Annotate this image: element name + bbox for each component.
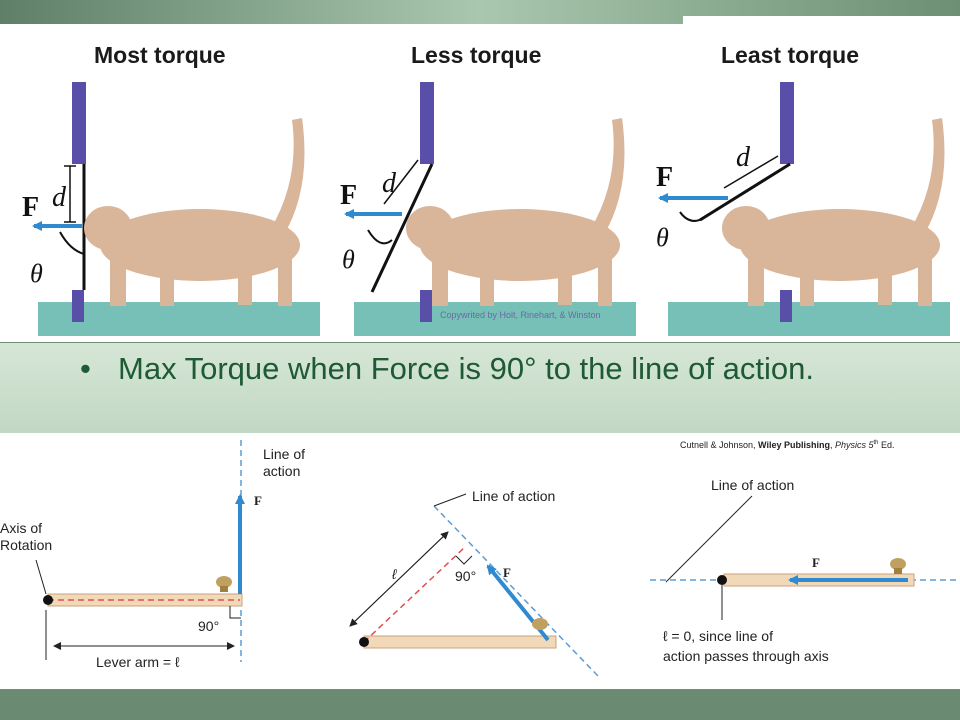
angle-label: θ	[342, 245, 355, 274]
angle-90-label: 90°	[198, 618, 220, 634]
force-label: F	[340, 180, 357, 211]
line-of-action-label: Line of action	[263, 446, 306, 479]
source-credit: Cutnell & Johnson, Wiley Publishing, Phy…	[680, 440, 895, 450]
cat-body	[84, 118, 305, 306]
credit-book: Physics 5	[835, 440, 874, 450]
distance-label: d	[736, 142, 751, 173]
force-label: F	[503, 565, 511, 580]
angle-90-label: 90°	[455, 568, 477, 584]
diagram-angled	[349, 493, 599, 677]
credit-separator: ,	[829, 440, 835, 450]
cat-body	[722, 118, 945, 306]
force-label: F	[812, 555, 820, 570]
panel-title-least-torque: Least torque	[721, 42, 860, 68]
distance-label: d	[382, 168, 397, 199]
force-label: F	[656, 162, 673, 193]
cat-body	[406, 118, 625, 306]
axis-of-rotation-label: Axis of Rotation	[0, 520, 53, 553]
copyright-text: Copywrited by Holt, Rinehart, & Winston	[440, 310, 601, 320]
line-of-action-label: Line of action	[472, 488, 556, 504]
distance-label: d	[52, 182, 67, 213]
panel-title-most-torque: Most torque	[94, 42, 226, 68]
angle-label: θ	[30, 259, 43, 288]
force-label: F	[22, 192, 39, 223]
angle-label: θ	[656, 223, 669, 252]
credit-superscript: th	[873, 440, 879, 446]
cat-panel-most	[32, 82, 320, 336]
diagram-zero-arm	[650, 495, 958, 620]
cat-panel-least	[658, 82, 950, 336]
diagram-perpendicular	[35, 440, 245, 662]
lever-arm-symbol: ℓ	[392, 566, 397, 582]
cat-panel-less	[344, 82, 636, 336]
force-label: F	[254, 493, 262, 508]
bullet-point: •	[80, 351, 91, 386]
cat-panels-illustration: F d θ F d θ F d θ	[22, 82, 950, 336]
line-of-action-label: Line of action	[711, 477, 795, 493]
zero-arm-note-line2: action passes through axis	[663, 648, 829, 664]
bullet-text: Max Torque when Force is 90° to the line…	[118, 351, 814, 386]
credit-edition: Ed.	[878, 440, 895, 450]
lever-arm-label: Lever arm = ℓ	[96, 654, 180, 670]
zero-arm-note-line1: ℓ = 0, since line of	[663, 628, 773, 644]
credit-publisher: Wiley Publishing	[758, 440, 830, 450]
credit-authors: Cutnell & Johnson,	[680, 440, 759, 450]
panel-title-less-torque: Less torque	[411, 42, 542, 68]
